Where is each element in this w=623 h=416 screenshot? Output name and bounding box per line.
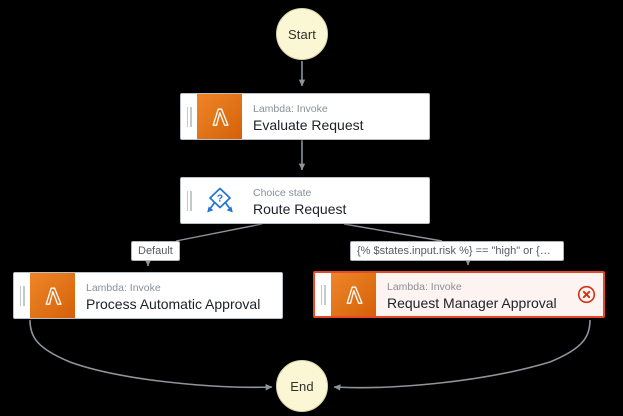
drag-handle-icon[interactable] [14,273,30,318]
svg-text:?: ? [216,192,222,204]
drag-handle-icon[interactable] [181,178,197,223]
state-node-title: Evaluate Request [253,117,364,133]
lambda-icon [197,94,242,139]
state-node-text: Lambda: Invoke Process Automatic Approva… [75,273,282,318]
edge-label-default-text: Default [138,245,173,257]
status-badge[interactable] [569,273,603,316]
state-node-subtitle: Choice state [253,187,312,199]
error-circle-icon [577,285,595,304]
lambda-icon [30,273,75,318]
start-node-label: Start [288,26,316,42]
state-node-subtitle: Lambda: Invoke [387,281,462,293]
state-node-text: Choice state Route Request [242,178,429,223]
state-node-evaluate-request[interactable]: Lambda: Invoke Evaluate Request [180,93,430,140]
drag-handle-icon[interactable] [315,273,331,316]
state-node-text: Lambda: Invoke Request Manager Approval [376,273,569,316]
state-node-subtitle: Lambda: Invoke [253,103,328,115]
state-node-request-manager-approval[interactable]: Lambda: Invoke Request Manager Approval [313,271,605,318]
state-node-process-automatic-approval[interactable]: Lambda: Invoke Process Automatic Approva… [13,272,283,319]
lambda-icon [331,273,376,316]
edge-choice-to-condition-label [343,223,443,242]
state-node-route-request[interactable]: ? Choice state Route Request [180,177,430,224]
choice-glyph: ? [206,187,233,212]
edge-automatic-to-end [29,319,273,391]
lambda-glyph [212,108,229,126]
end-node-label: End [290,378,314,394]
edge-label-condition[interactable]: {% $states.input.risk %} == "high" or {%… [350,241,564,261]
drag-handle-icon[interactable] [181,94,197,139]
edge-label-condition-text: {% $states.input.risk %} == "high" or {%… [357,245,561,257]
choice-icon: ? [197,178,242,223]
state-node-title: Route Request [253,201,347,217]
state-node-title: Process Automatic Approval [86,296,261,312]
state-node-text: Lambda: Invoke Evaluate Request [242,94,429,139]
lambda-glyph [346,286,363,304]
end-node[interactable]: End [276,360,328,412]
state-node-title: Request Manager Approval [387,295,557,311]
edge-manager-to-end [333,319,591,391]
start-node[interactable]: Start [276,8,328,60]
lambda-glyph [45,287,62,305]
edge-choice-to-default-label [175,223,263,242]
state-node-subtitle: Lambda: Invoke [86,282,161,294]
edge-label-default[interactable]: Default [131,241,180,261]
